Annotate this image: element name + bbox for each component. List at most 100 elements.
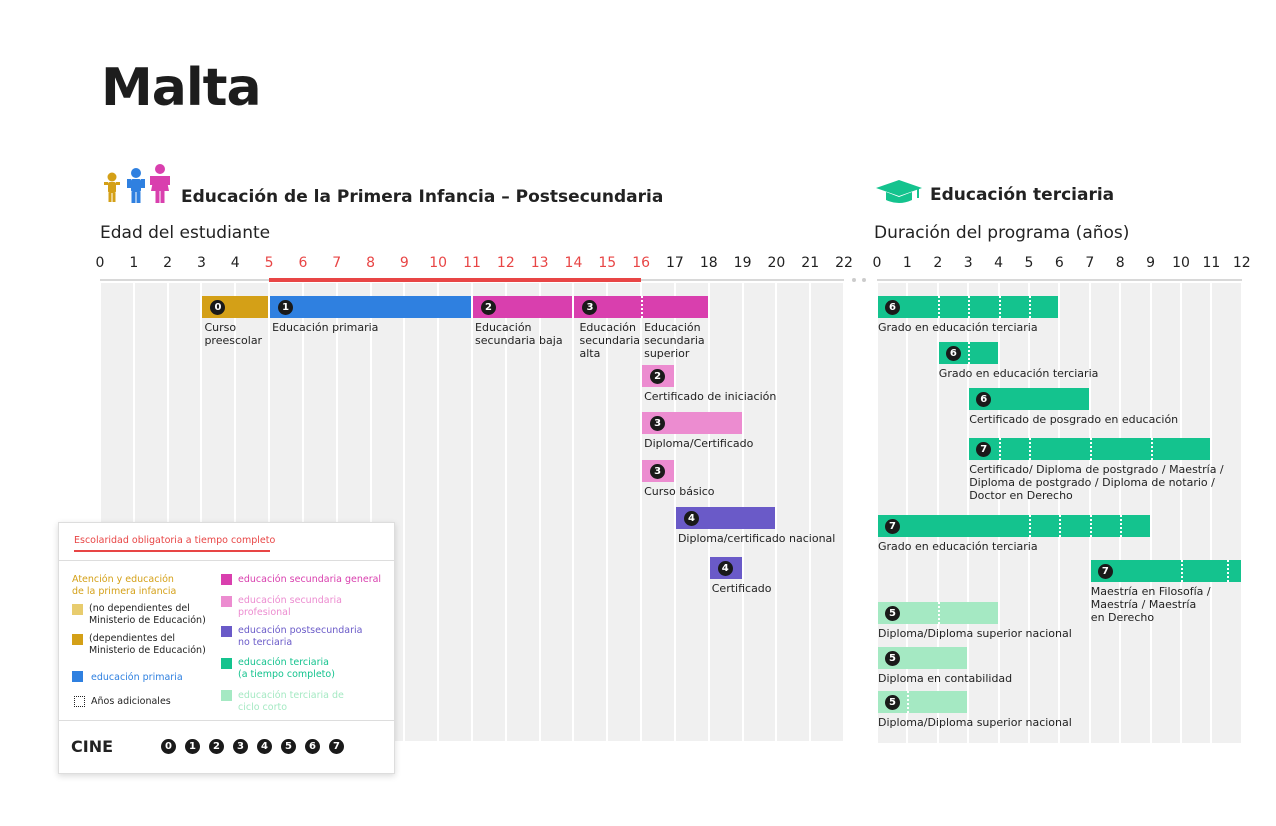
age-tick-label: 19 [733,255,752,271]
program-label: Diploma en contabilidad [878,672,1013,685]
right-axis-title: Duración del programa (años) [874,223,1130,243]
duration-tick-label: 10 [1172,255,1190,271]
duration-tick-label: 8 [1115,255,1125,271]
duration-column [1060,283,1089,743]
age-tick-label: 14 [564,255,583,271]
duration-tick-label: 3 [963,255,973,271]
duration-tick-label: 12 [1232,255,1251,271]
extra-years-marker [1059,515,1062,537]
program-bar [1090,560,1241,582]
legend-compulsory-label: Escolaridad obligatoria a tiempo complet… [74,535,276,546]
cine-badge: 2 [481,300,497,315]
legend-sec-general: educación secundaria general [238,574,382,585]
age-column [405,283,438,741]
extra-years-marker [1089,515,1092,537]
age-tick-label: 3 [196,255,206,271]
age-tick-label: 15 [598,255,617,271]
duration-tick-label: 1 [902,255,912,271]
age-column [540,283,573,741]
age-tick-label: 8 [366,255,375,271]
program-bar [574,296,708,318]
age-column [506,283,539,741]
cine-badge: 4 [717,561,733,576]
legend-swatch-tertiary-full [221,658,232,669]
program-bar [878,691,968,713]
legend-swatch-primary [72,671,83,682]
legend-tertiary-full: educación terciaria (a tiempo completo) [238,657,335,680]
legend-postsec: educación postsecundaria no terciaria [238,625,363,648]
extra-years-marker [1226,560,1229,582]
cine-badge: 1 [278,300,294,315]
age-tick-label: 12 [496,255,515,271]
cine-badge: 5 [885,651,900,666]
legend-ecec-a: (no dependientes del Ministerio de Educa… [89,603,206,626]
duration-tick-label: 2 [933,255,943,271]
age-column [574,283,607,741]
legend-tertiary-short: educación terciaria de ciclo corto [238,690,344,713]
cine-badge: 0 [210,300,226,315]
age-tick-label: 18 [699,255,718,271]
extra-years-marker [1120,515,1123,537]
duration-tick-label: 0 [872,255,882,271]
cine-badge: 7 [1097,564,1113,579]
duration-tick-label: 5 [1024,255,1034,271]
legend-divider-2 [59,720,394,721]
program-bar [878,647,968,669]
cine-badge: 3 [582,300,598,315]
legend-swatch-extra-years [74,696,85,707]
axis-break-dot [852,278,856,282]
duration-tick-label: 6 [1054,255,1064,271]
duration-tick-label: 9 [1146,255,1156,271]
cine-level-badge: 3 [233,739,248,754]
program-label: Grado en educación terciaria [938,367,1099,380]
cine-badge: 2 [650,369,666,384]
cine-badge: 4 [683,511,699,526]
extra-years-marker [998,296,1001,318]
legend-swatch-sec-general [221,574,232,585]
program-label: Certificado de posgrado en educación [969,413,1179,426]
duration-column [1182,283,1211,743]
legend-swatch-postsec [221,626,232,637]
extra-years-marker [937,296,940,318]
duration-column [1090,283,1120,743]
axis-break-dot [862,278,866,282]
program-bar [878,515,1150,537]
program-label: Educación secundaria alta [579,321,641,360]
extra-years-marker [998,438,1001,460]
cine-level-badge: 5 [281,739,296,754]
program-label: Grado en educación terciaria [878,321,1038,334]
duration-column [1030,283,1059,743]
duration-axis-line [877,279,1242,281]
age-column [642,283,674,741]
cine-badge: 6 [945,346,961,361]
cine-badge: 3 [650,464,666,479]
age-tick-label: 22 [835,255,853,271]
extra-years-marker [1028,438,1031,460]
page-title: Malta [101,58,262,118]
program-label: Educación secundaria superior [644,321,705,360]
legend: Escolaridad obligatoria a tiempo complet… [58,522,395,774]
extra-years-marker [1029,515,1031,537]
extra-years-marker [907,691,910,713]
cine-badge: 5 [885,606,900,621]
age-tick-label: 16 [632,255,651,271]
age-tick-label: 4 [230,255,240,271]
duration-column [1212,283,1241,743]
right-section-heading: Educación terciaria [930,185,1115,205]
legend-swatch-tertiary-short [221,690,232,701]
cine-badge: 6 [976,392,992,407]
program-bar [675,507,776,529]
legend-swatch-sec-prof [221,596,232,607]
age-tick-label: 7 [332,255,342,271]
cine-level-badge: 7 [329,739,344,754]
program-label: Grado en educación terciaria [878,540,1038,553]
program-label: Diploma/Certificado [644,437,754,450]
duration-column [1151,283,1180,743]
left-section-heading: Educación de la Primera Infancia – Posts… [181,187,664,207]
legend-compulsory-line [74,550,270,552]
duration-column [1121,283,1150,743]
age-column [777,283,810,741]
extra-years-marker [968,296,971,318]
program-label: Diploma/Diploma superior nacional [878,716,1072,729]
legend-divider [59,560,394,561]
